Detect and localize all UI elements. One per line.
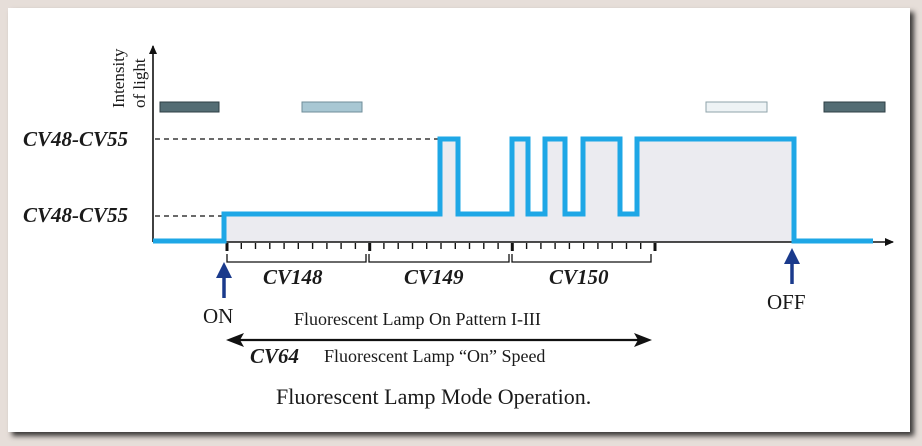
pattern-label: Fluorescent Lamp On Pattern I-III bbox=[294, 309, 541, 329]
signal-area-fill bbox=[224, 139, 794, 242]
lamp-bright-light bbox=[705, 101, 768, 113]
lamp-off-dark-right bbox=[823, 101, 886, 113]
segment-label-cv148: CV148 bbox=[263, 265, 323, 289]
bracket-cv149 bbox=[368, 254, 510, 263]
on-marker-label: ON bbox=[203, 304, 233, 328]
speed-range-double-arrow bbox=[226, 333, 652, 347]
speed-text-label: Fluorescent Lamp “On” Speed bbox=[324, 346, 545, 366]
on-arrow-icon bbox=[216, 262, 232, 298]
lamp-off-dark-left bbox=[159, 101, 220, 113]
bracket-cv148 bbox=[226, 254, 367, 263]
bracket-cv150 bbox=[511, 254, 652, 263]
light-intensity-signal bbox=[153, 136, 873, 244]
y-axis-label-line2: of light bbox=[130, 58, 149, 108]
lamp-dim-light bbox=[301, 101, 363, 113]
off-marker-label: OFF bbox=[767, 290, 806, 314]
diagram-caption: Fluorescent Lamp Mode Operation. bbox=[276, 384, 591, 409]
off-arrow-icon bbox=[784, 248, 800, 284]
speed-cv-label: CV64 bbox=[250, 344, 299, 368]
segment-label-cv149: CV149 bbox=[404, 265, 464, 289]
x-axis-ticks bbox=[225, 243, 657, 251]
y-axis-label-line1: Intensity bbox=[109, 48, 128, 108]
high-level-label: CV48-CV55 bbox=[23, 127, 128, 151]
low-level-label: CV48-CV55 bbox=[23, 203, 128, 227]
segment-label-cv150: CV150 bbox=[549, 265, 609, 289]
